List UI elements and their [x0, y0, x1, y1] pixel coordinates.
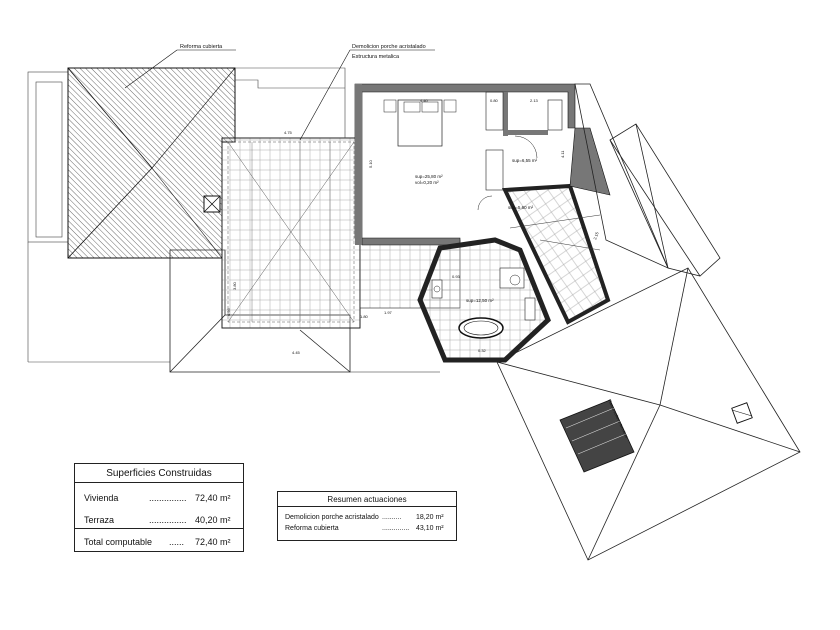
row-dots: .............. [382, 525, 410, 532]
estructura-label: Estructura metalica [352, 54, 400, 60]
row-value: 43,10 m² [416, 525, 444, 532]
row-dots: .......... [382, 514, 402, 521]
superficies-table: Superficies Construidas Vivienda .......… [74, 463, 244, 552]
row-label: Terraza [84, 515, 115, 525]
dim-label: 4.45 [292, 350, 301, 355]
bedroom-vol-label: vol=0,20 m² [415, 180, 439, 185]
bathroom-area-label: sup=12,50 m² [466, 298, 494, 303]
resumen-title: Resumen actuaciones [278, 492, 456, 507]
leader-lines [124, 49, 435, 141]
upper-roof-strip [235, 67, 346, 138]
bathroom [417, 237, 551, 363]
row-label: Total computable [84, 537, 153, 547]
table-divider [75, 528, 243, 529]
dim-label: 1.80 [360, 314, 369, 319]
dim-label: 4.11 [560, 150, 565, 158]
row-label: Vivienda [84, 493, 119, 503]
resumen-table: Resumen actuaciones Demolicion porche ac… [277, 491, 457, 541]
pasillo-area-label: sup=5,60 m² [508, 205, 534, 210]
vestidor-area-label: sup=6,55 m² [512, 158, 538, 163]
row-value: 72,40 m² [195, 537, 231, 547]
dim-label: 0.32 [478, 348, 487, 353]
dim-label: 1.97 [384, 310, 393, 315]
reformed-roof [67, 67, 236, 259]
superficies-title: Superficies Construidas [75, 464, 243, 483]
row-value: 72,40 m² [195, 493, 231, 503]
dim-label: 2.13 [530, 98, 539, 103]
row-label: Reforma cubierta [285, 525, 339, 532]
right-lower-roof [496, 267, 801, 561]
row-dots: ...... [169, 537, 185, 547]
dim-label: 0.80 [490, 98, 499, 103]
row-value: 18,20 m² [416, 514, 444, 521]
bedroom-area-label: sup=25,80 m² [415, 174, 443, 179]
dim-label: 4.40 [420, 98, 429, 103]
right-upper-roof [574, 83, 721, 277]
dim-label: 4.75 [284, 130, 293, 135]
demolicion-label: Demolicion porche acristalado [352, 44, 426, 50]
dim-label: 0.93 [452, 274, 461, 279]
dimension-labels: 4.40 0.80 2.13 4.75 5.10 1.97 4.45 0.95 … [226, 98, 600, 355]
dim-label: 2.15 [592, 231, 600, 241]
row-label: Demolicion porche acristalado [285, 514, 379, 521]
dim-label: 5.10 [368, 159, 373, 168]
bedroom [354, 83, 576, 246]
row-dots: ............... [149, 515, 187, 525]
reforma-cubierta-label: Reforma cubierta [180, 44, 223, 50]
row-value: 40,20 m² [195, 515, 231, 525]
dim-label: 3.80 [232, 281, 237, 290]
dim-label: 0.95 [226, 307, 231, 316]
row-dots: ............... [149, 493, 187, 503]
